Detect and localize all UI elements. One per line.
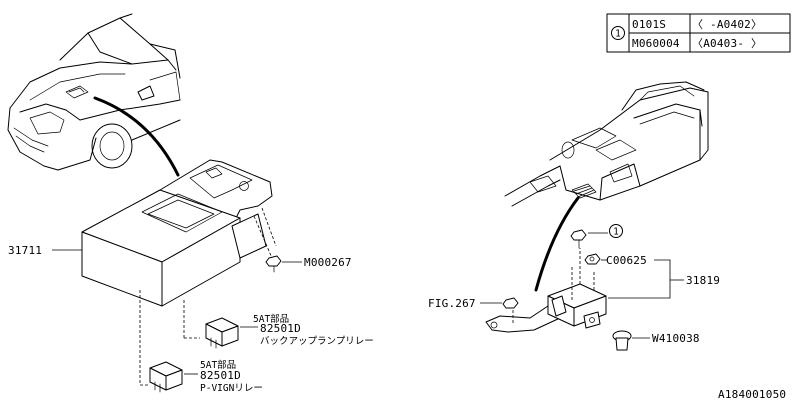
table-row-code: 0101S [632,18,666,31]
bolt-icon [265,255,282,273]
relay-name-1: バックアップランプリレー [260,336,374,347]
table-row-range: 〈 -A0402〉 [692,18,762,31]
illustration-id: A184001050 [718,388,786,400]
nut-icon [502,297,519,309]
location-indicator-line [93,96,180,177]
callout-w410038: W410038 [652,332,700,345]
table-index-circle [611,26,625,40]
applicability-table: 1 0101S 〈 -A0402〉 M060004 〈A0403- 〉 [606,13,791,53]
relay-part-number-1: 82501D [260,322,301,335]
center-console-illustration [504,81,709,207]
table-row-range: 〈A0403- 〉 [692,37,762,50]
callout-c00625: C00625 [606,254,647,267]
relay-note-1: 5AT部品 [253,313,289,325]
callout-m000267: M000267 [304,256,352,269]
location-indicator-line [534,196,580,292]
relay-icon [149,361,183,393]
sensor-bracket-31819 [485,283,607,333]
table-row-code: M060004 [632,37,680,50]
ref-circle [609,224,623,238]
ref-symbol: 1 [613,227,619,238]
control-unit-31711 [81,159,273,307]
relay-note-2: 5AT部品 [200,359,236,371]
callout-31711: 31711 [8,244,42,257]
callout-fig-267: FIG.267 [428,297,476,310]
relay-name-2: P-VIGNリレー [200,383,263,394]
nut-icon [584,253,601,265]
relay-icon [205,317,239,349]
callout-31819: 31819 [686,274,720,287]
relay-part-number-2: 82501D [200,369,241,382]
car-front-illustration [7,13,181,171]
clip-icon [612,330,632,351]
bolt-icon [570,229,587,249]
table-index-symbol: 1 [615,29,621,40]
